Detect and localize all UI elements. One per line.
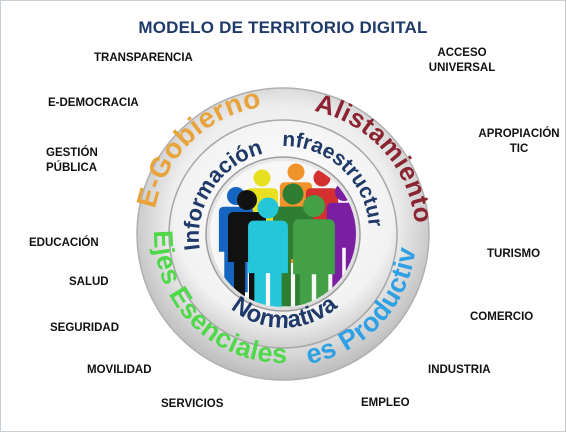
page-title: MODELO DE TERRITORIO DIGITAL	[138, 18, 428, 37]
label-industria: INDUSTRIA	[428, 364, 491, 376]
person-head	[287, 163, 305, 181]
label-apropiacion-tic: APROPIACIÓN TIC	[478, 127, 560, 157]
label-acceso-line1: ACCESO	[437, 47, 487, 59]
label-apropiacion-line1: APROPIACIÓN	[478, 128, 560, 140]
label-acceso-line2: UNIVERSAL	[428, 62, 496, 74]
person-head	[257, 197, 279, 219]
label-apropiacion-line2: TIC	[509, 143, 529, 155]
label-transparencia: TRANSPARENCIA	[94, 52, 193, 64]
label-movilidad: MOVILIDAD	[87, 364, 152, 376]
label-comercio: COMERCIO	[470, 311, 534, 323]
person-head	[253, 169, 271, 187]
label-acceso-universal: ACCESO UNIVERSAL	[422, 46, 502, 76]
label-salud: SALUD	[69, 276, 109, 288]
person-head	[282, 183, 304, 205]
person-figure	[248, 197, 288, 307]
label-servicios: SERVICIOS	[161, 398, 224, 410]
person-head	[303, 195, 325, 217]
label-turismo: TURISMO	[487, 248, 541, 260]
label-educacion: EDUCACIÓN	[29, 237, 99, 249]
people-group-icon	[210, 161, 356, 307]
label-empleo: EMPLEO	[361, 397, 410, 409]
label-gestion-line2: PÚBLICA	[46, 162, 98, 174]
label-seguridad: SEGURIDAD	[50, 322, 120, 334]
label-gestion-line1: GESTIÓN	[46, 147, 98, 159]
person-body	[248, 220, 288, 307]
person-head	[237, 190, 257, 210]
label-gestion-publica: GESTIÓN PÚBLICA	[46, 146, 98, 176]
label-e-democracia: E-DEMOCRACIA	[48, 97, 139, 109]
